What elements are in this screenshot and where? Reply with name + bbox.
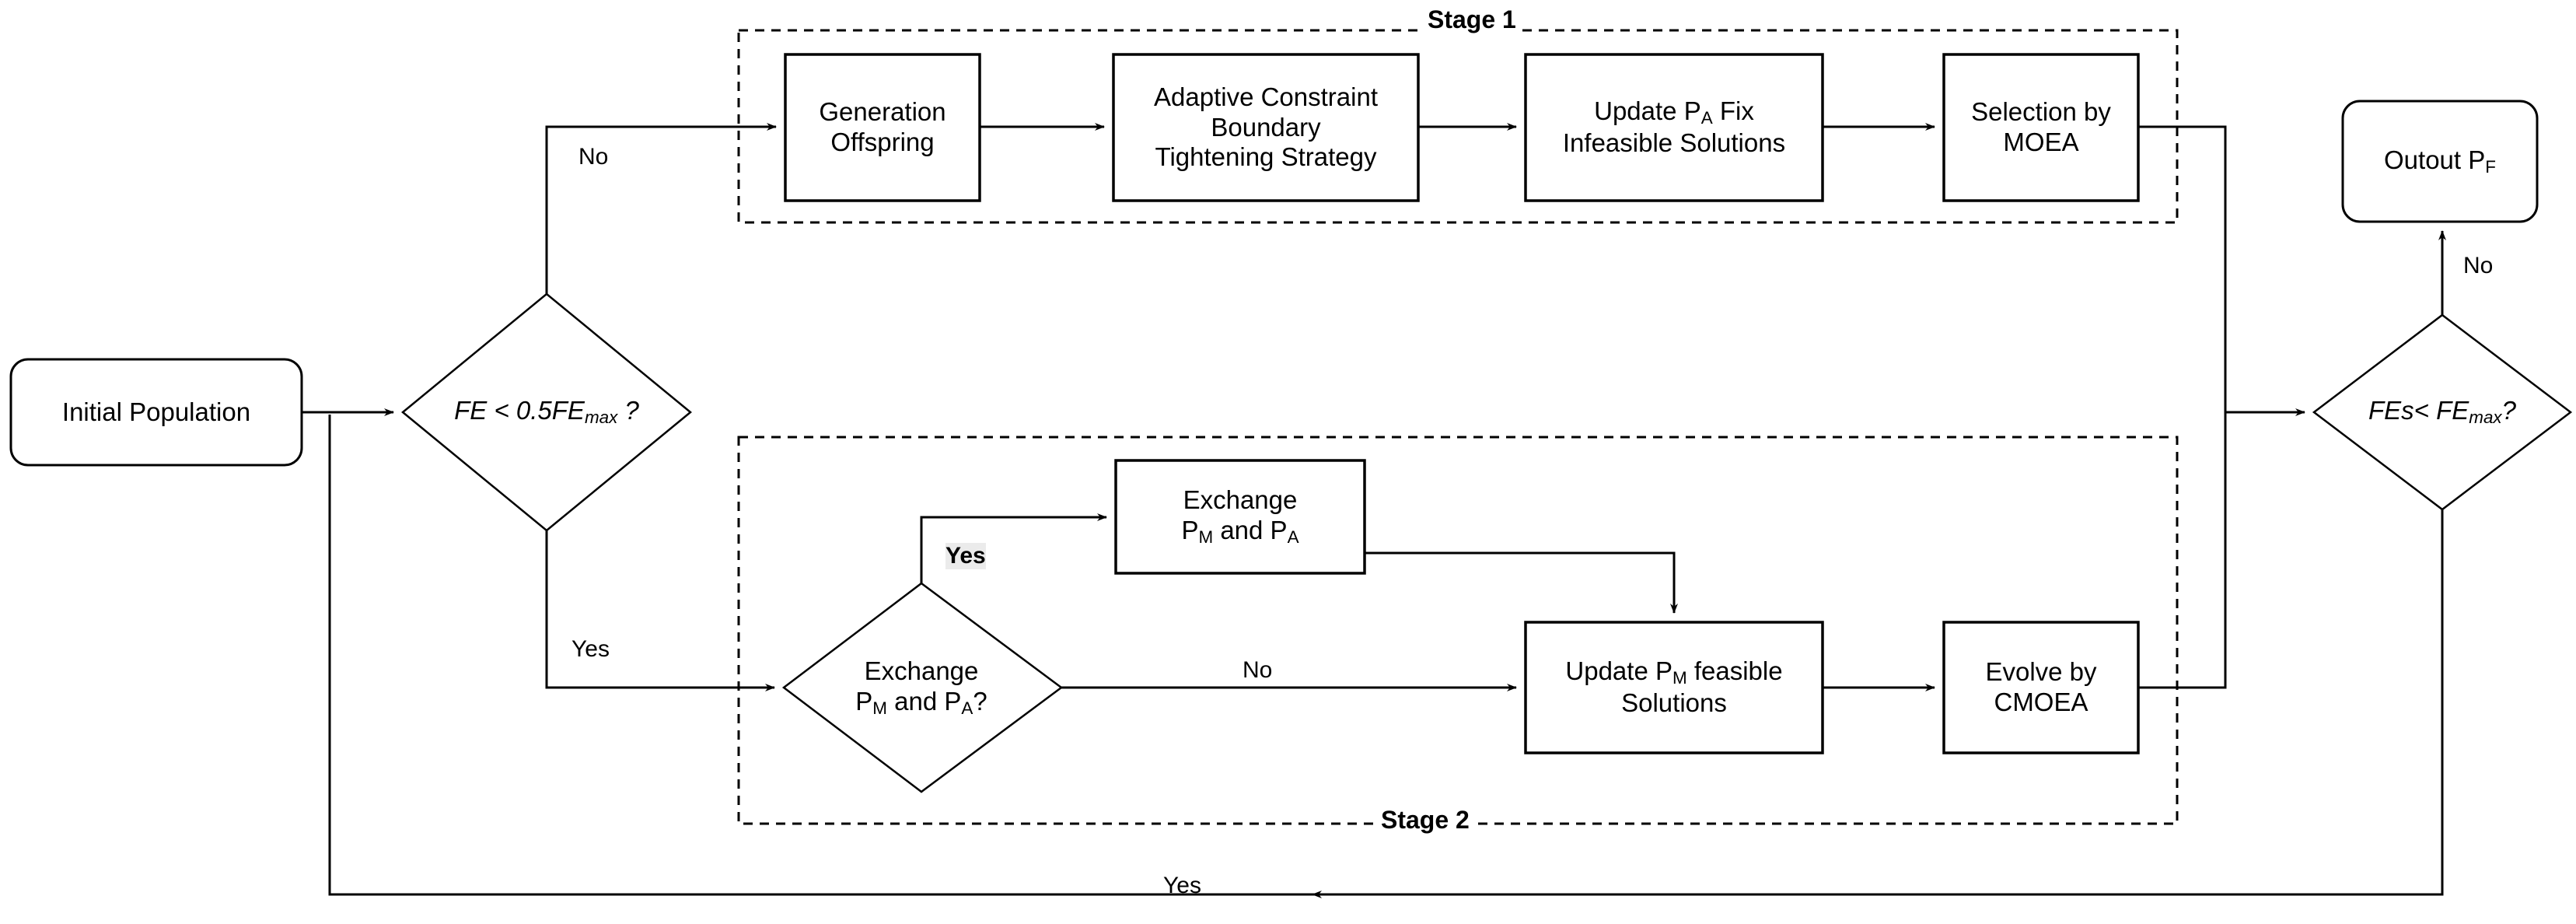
edge-label-no-output: No [2463, 253, 2494, 278]
edge-exchangebox-to-updatepm [1365, 551, 1678, 614]
edge-decision-no-to-stage1 [545, 123, 777, 294]
edge-label-no-exchange: No [1243, 657, 1273, 683]
update-pm-shape[interactable] [1524, 621, 1824, 754]
edge-label-no-top: No [578, 144, 609, 170]
initial-population-shape[interactable] [9, 358, 303, 467]
decision-exchange-shape[interactable] [781, 582, 1064, 793]
edge-selection-to-fesmax [2138, 125, 2305, 416]
edge-exchange-yes-to-box [920, 513, 1107, 583]
edge-label-yes-left: Yes [571, 636, 610, 662]
edge-label-yes-loopback: Yes [1163, 873, 1201, 898]
decision-fe-half-shape[interactable] [401, 292, 692, 532]
edge-decision-yes-to-stage2 [545, 530, 775, 691]
update-pa-shape[interactable] [1524, 53, 1824, 202]
generation-offspring-shape[interactable] [784, 53, 981, 202]
output-pf-shape[interactable] [2341, 100, 2539, 223]
stage2-dashed-box [737, 436, 2179, 825]
edge-evolve-to-fesmax [2138, 412, 2227, 689]
edge-label-yes-exchange: Yes [945, 543, 986, 569]
evolve-cmoea-shape[interactable] [1942, 621, 2140, 754]
exchange-pm-pa-shape[interactable] [1114, 459, 1366, 575]
adaptive-constraint-shape[interactable] [1112, 53, 1420, 202]
stage2-label: Stage 2 [1375, 806, 1476, 835]
decision-fes-max-shape[interactable] [2312, 313, 2573, 511]
selection-moea-shape[interactable] [1942, 53, 2140, 202]
stage1-label: Stage 1 [1421, 5, 1522, 34]
